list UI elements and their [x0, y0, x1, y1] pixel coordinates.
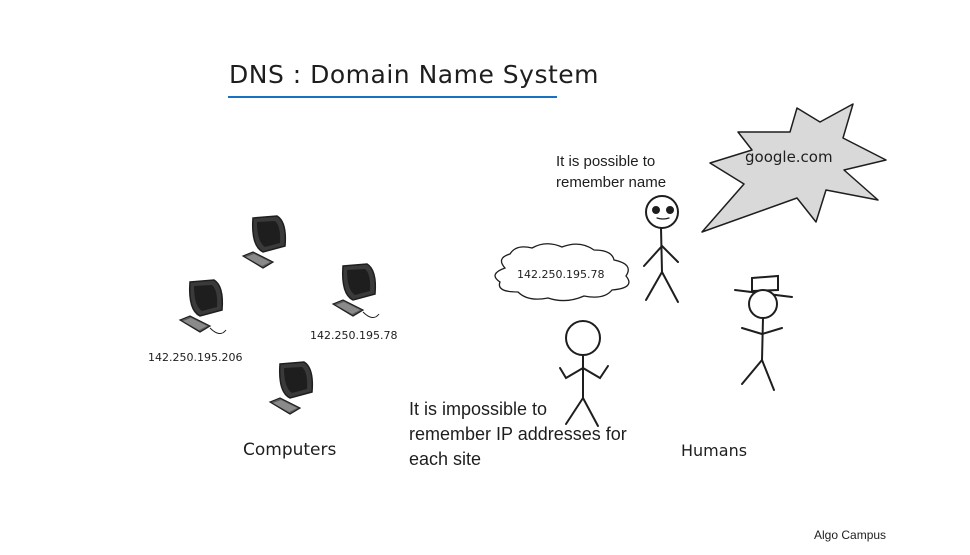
- ip-label-cloud: 142.250.195.78: [517, 268, 605, 281]
- computer-icon: [269, 361, 314, 415]
- thought-cloud: [494, 243, 630, 302]
- ip-label-computer-left: 142.250.195.206: [148, 351, 243, 364]
- speech-burst: [701, 103, 887, 233]
- computer-icon: [332, 263, 380, 318]
- stick-figure-hat: [734, 274, 793, 391]
- note-possible-line: remember name: [556, 174, 667, 191]
- stick-figure-shrugging: [559, 320, 609, 427]
- note-possible: It is possible to remember name: [556, 151, 666, 193]
- computers-caption: Computers: [243, 440, 337, 460]
- note-possible-line: It is possible to: [556, 153, 656, 170]
- brand-label: Algo Campus: [814, 528, 887, 542]
- title-underline: [228, 96, 557, 98]
- humans-caption: Humans: [681, 441, 748, 460]
- note-impossible-line: remember IP addresses for: [409, 424, 627, 444]
- computer-icon: [242, 215, 287, 269]
- note-impossible-line: each site: [409, 449, 482, 469]
- note-impossible: It is impossible to remember IP addresse…: [409, 397, 627, 472]
- stick-figure-happy: [643, 195, 679, 303]
- domain-name-label: google.com: [745, 148, 833, 166]
- note-impossible-line: It is impossible to: [409, 399, 548, 419]
- ip-label-computer-right: 142.250.195.78: [310, 329, 398, 342]
- computer-icon: [179, 279, 227, 334]
- page-title: DNS : Domain Name System: [229, 60, 600, 89]
